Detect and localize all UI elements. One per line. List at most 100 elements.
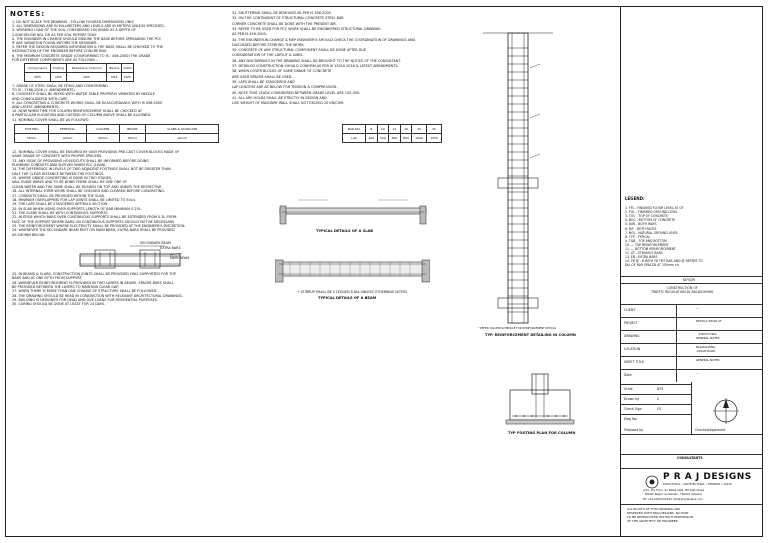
legend-title: LEGEND:: [625, 196, 645, 201]
table-cell: 40mm: [48, 133, 87, 143]
title-block-label: Check Sign: [624, 407, 642, 411]
note-line: BE PROVIDED BETWEEN THE LAYERS TO MAINTA…: [12, 284, 119, 289]
prepared-label: Prepared by: [624, 428, 644, 432]
table-header-cell: FOOTING: [13, 124, 50, 134]
table-header-cell: 25: [426, 124, 442, 134]
note-line: 21. THE SLABS SHALL BE WITH CONTINUOUS S…: [12, 210, 109, 215]
note-line: 4. THE ENGINEER-IN-CHARGE SHOULD ENSURE …: [12, 36, 162, 41]
note-line: 38. WHEN COVER BLOCKS OF SAME GRADE OF C…: [232, 69, 332, 74]
legend-item: 9. T&B - TOP AND BOTTOM: [625, 238, 667, 243]
row-divider: [621, 384, 691, 385]
table-cell: 400: [365, 133, 378, 143]
column-detail: [478, 28, 558, 328]
table-header-cell: PEDESTAL: [48, 124, 87, 134]
table-cell: M25: [50, 72, 67, 82]
title-block-value: DETAILS SHOW AT: [696, 319, 722, 323]
row-divider: [621, 304, 763, 305]
note-line: 26. WHENEVER REINFORCEMENT IS PROVIDED I…: [12, 280, 174, 285]
table-header-cell: 12: [388, 124, 401, 134]
note-line: 37. DETAILED CONSTRUCTION SHOULD CONFIRM…: [232, 64, 399, 68]
legend-item: 8. TYP - TYPICAL: [625, 234, 651, 239]
row-divider: [621, 414, 691, 415]
footing-caption: TYP FOOTING PLAN FOR COLUMN: [508, 431, 576, 435]
note-line: 14. THE DIFFERENCE IN LEVELS OF TWO ADJA…: [12, 167, 171, 172]
company-name: P R A J DESIGNS: [663, 472, 752, 482]
consultants-label: CONSULTANTS: [677, 456, 703, 460]
note-line: 3. WORKING LOAD OF THE SOIL CONSIDERED 2…: [12, 28, 136, 33]
note-line: CORNER CONCRETE SHALL BE DONE WITH THE P…: [232, 21, 337, 26]
column-divider: [691, 382, 692, 434]
table-header-cell: Beams: [106, 63, 123, 73]
note-line: 27. WHEN THERE IS MORE THAN ONE CHANGE O…: [12, 289, 158, 294]
note-line: 19. THE LAPS SHALL BE STAGGERED WITHIN A…: [12, 202, 109, 207]
legend-item: 10. — TOP REINFORCEMENT: [625, 242, 669, 247]
table-cell: 1250: [426, 133, 442, 143]
column-divider: [676, 369, 677, 382]
key-label: KEY/DR: [683, 278, 695, 282]
checked-label: Checked/Approved: [695, 428, 726, 432]
title-block-label: Date: [624, 373, 632, 377]
secondary-beam-label: SECONDARY BEAM: [140, 241, 171, 245]
column-divider: [676, 343, 677, 356]
title-block-label: Dwg No.: [624, 417, 638, 421]
title-block-value: —: [696, 371, 699, 375]
table-cell: 25mm: [118, 133, 147, 143]
table-header-cell: Slabs: [121, 63, 134, 73]
legend-item: 12. ST - STRAIGHT BARS: [625, 251, 663, 256]
note-line: AS PER IS 456-2000.: [232, 32, 267, 37]
main-beam-label: MAIN BEAM: [170, 256, 190, 260]
note-line: HALF THE CLEAR DISTANCE BETWEEN THE FOOT…: [12, 171, 105, 176]
note-line: LAP LENGTHS ARE AS BELOW FOR TENSION & C…: [232, 85, 338, 90]
table-cell: LAP: [341, 133, 367, 143]
note-line: BARS AND AT ONE FIFTH FROM SUPPORT.: [12, 276, 83, 281]
note-line: AS SHOWN BELOW.: [12, 232, 45, 237]
table-cell: M25: [121, 72, 134, 82]
note-line: 7. GRADE OF STEEL SHALL BE FE500 AND CON…: [12, 84, 108, 88]
beam-detail: [274, 252, 431, 286]
note-line: 35. CONCRETE OF ANY STRUCTURAL COMPONENT…: [232, 48, 366, 53]
title-block-value: NTS: [657, 387, 664, 391]
note-line: FOR DIFFERENT COMPONENTS ARE AS FOLLOWS …: [12, 57, 99, 62]
note-line: TO IS : 1786-2008 (+ AMENDMENTS).: [12, 88, 76, 93]
slab-caption: TYPICAL DETAILS OF A SLAB: [316, 229, 374, 233]
table-header-cell: 10: [376, 124, 390, 134]
table-cell: 20mm: [145, 133, 219, 143]
note-line: CLEAN WATER AND THE SAME SHALL BE RUSHED…: [12, 184, 163, 189]
beam-caption: TYPICAL DETAILS OF A BEAM: [318, 296, 377, 300]
notes-title: NOTES:: [10, 10, 46, 18]
table-cell: 40mm: [85, 133, 120, 143]
table-header-cell: 20: [411, 124, 428, 134]
row-divider: [621, 317, 763, 318]
table-cell: M25: [65, 72, 108, 82]
row-divider: [621, 404, 691, 405]
note-line: 18. MINIMUM OVERLAPPING FOR LAP JOINTS S…: [12, 197, 136, 202]
table-header-cell: Components: [23, 63, 52, 73]
company-contact: Ph:+91-XXXXXXXXXX info@prajdesigns.com: [643, 497, 703, 501]
company-logo-icon: [645, 474, 659, 489]
note-line: AND CONSOLIDATED WITH CARE.: [12, 96, 69, 101]
note-line: 8. CONCRETE SHALL BE MIXED WITH WATER TA…: [12, 92, 155, 97]
title-block-label: PROJECT: [624, 321, 638, 325]
note-line: DISCUSSED BEFORE STARTING THE WORK.: [232, 42, 305, 47]
table-header-cell: Pedestal & Columns: [65, 63, 108, 73]
note-line: 33. REFER TO BE USED FOR PCC WORK SHALL …: [232, 26, 381, 31]
note-line: 40. NOTE THAT LEADS CONSIDERED BETWEEN G…: [232, 90, 361, 95]
note-line: 13. ANY ISSUE OF PROVIDING HOLES/CUTS SH…: [12, 158, 149, 163]
note-line: 20. IN SLAB WHEN USING OVER SUPPORTS LEN…: [12, 206, 142, 211]
company-address: 2/15, 3rd Floor, Sri Balaji Apts, 4th Ma…: [643, 488, 705, 496]
table-header-cell: 8: [365, 124, 378, 134]
note-line: PLUMBING CONDUITS AND SLEEVES WHEN PCC (…: [12, 163, 107, 168]
table-header-cell: BEAMS: [118, 124, 147, 134]
title-block-label: LOCATION: [624, 347, 641, 351]
north-arrow-icon: [711, 396, 741, 426]
column-divider: [676, 330, 677, 343]
note-line: 41. ALL ARE HOLDS SHALL BE STRICTLY IN D…: [232, 95, 327, 100]
table-cell: 500: [376, 133, 390, 143]
column-divider: [676, 317, 677, 330]
legend-item: 2. FGL - FINISHED GROUND LEVEL: [625, 210, 678, 215]
copyright-note: ALL RIGHTS OF THIS DRAWING ARE RESERVED …: [627, 507, 693, 523]
legend-item: 14. Y8 @ - 8 WITH Y8 TMT BAR AND @ REFER…: [625, 259, 703, 264]
table-cell: 800: [399, 133, 413, 143]
note-line: 16. ALL INTERNAL FORM WORK SHALL BE CHEC…: [12, 189, 165, 194]
row-divider: [621, 343, 763, 344]
